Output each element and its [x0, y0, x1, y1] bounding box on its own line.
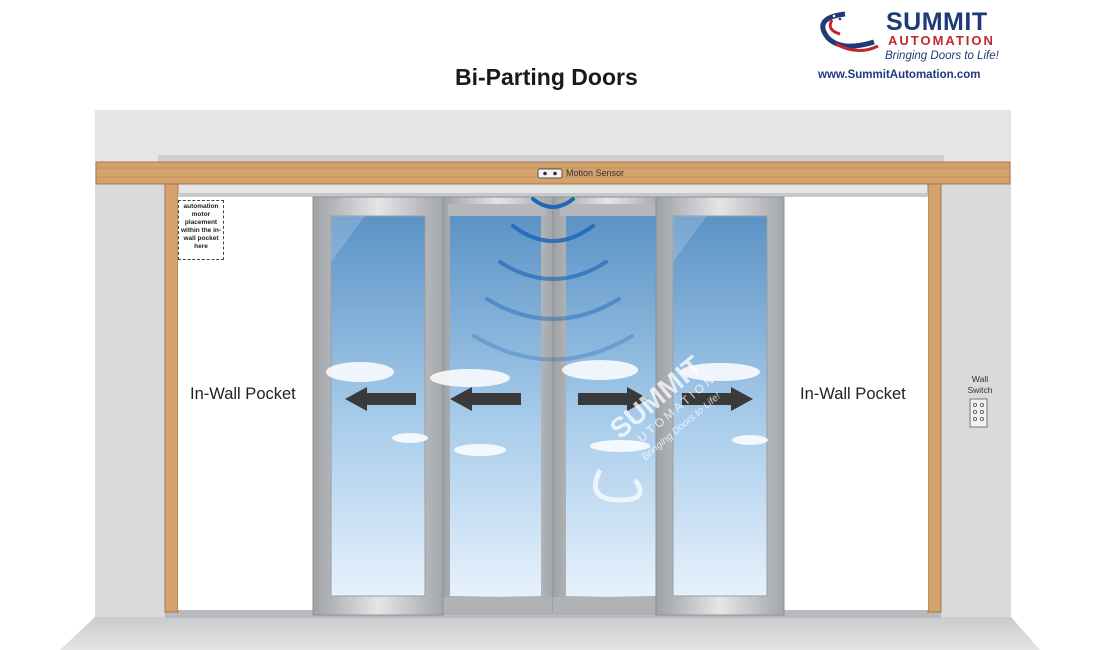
motor-placement-note: automation motor placement within the in…: [178, 200, 224, 260]
signal-wave-icon: [472, 197, 634, 362]
floor: [60, 617, 1040, 650]
arrow-right-icon: [682, 387, 753, 411]
logo-sub: AUTOMATION: [888, 33, 995, 48]
right-pocket-area: [780, 196, 928, 610]
soffit: [158, 155, 944, 165]
right-jamb: [927, 183, 942, 613]
logo-name: SUMMIT: [886, 8, 988, 36]
wall-switch-icon: [969, 398, 988, 428]
sidelite-right: [655, 196, 785, 616]
logo-url[interactable]: www.SummitAutomation.com: [818, 69, 981, 81]
arrow-right-icon: [578, 387, 649, 411]
logo-tagline: Bringing Doors to Life!: [885, 50, 999, 62]
logo-swoosh-icon: [820, 11, 879, 52]
motion-sensor-label: Motion Sensor: [566, 168, 625, 178]
sidelite-left: [312, 196, 444, 616]
wall-switch-label-line1: Wall: [971, 374, 989, 384]
left-pocket-area: [178, 196, 318, 610]
motion-sensor-icon: [537, 168, 563, 179]
arrow-left-icon: [450, 387, 521, 411]
wall-switch-label-line2: Switch: [967, 385, 993, 395]
arrow-left-icon: [345, 387, 416, 411]
right-pocket-label: In-Wall Pocket: [800, 385, 906, 403]
wall-switch-label: Wall Switch: [958, 374, 1002, 396]
watermark-swoosh-icon: [593, 468, 643, 503]
page-title: Bi-Parting Doors: [455, 64, 638, 90]
threshold: [165, 610, 941, 618]
left-wall-face: [95, 183, 165, 618]
left-jamb: [164, 183, 179, 613]
left-pocket-label: In-Wall Pocket: [190, 385, 296, 403]
sliding-door-right: [552, 196, 664, 614]
clouds: [326, 360, 768, 456]
